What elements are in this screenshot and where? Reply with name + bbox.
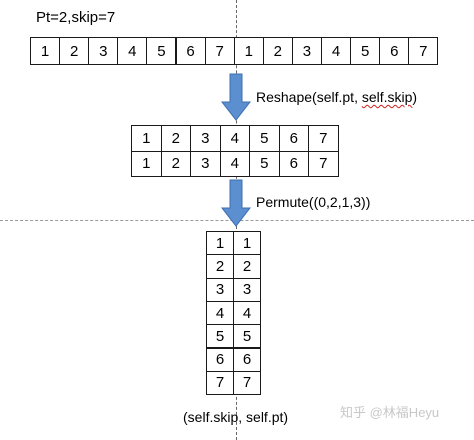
permuted-cell: 4 (233, 300, 261, 326)
permuted-cell: 1 (233, 231, 261, 256)
permute-label: Permute((0,2,1,3)) (256, 194, 371, 210)
permuted-cell: 7 (206, 370, 234, 396)
permuted-cell: 1 (206, 231, 234, 256)
reshaped-cell: 3 (190, 125, 221, 152)
permuted-cell: 5 (233, 324, 261, 349)
output-label-arg2: self.pt (246, 409, 284, 425)
reshaped-cell: 4 (219, 150, 250, 177)
reshaped-cell: 5 (249, 125, 280, 152)
sequence-cell: 3 (88, 37, 119, 65)
sequence-cell: 3 (291, 37, 322, 65)
output-label-arg1: self.skip (187, 409, 239, 425)
sequence-cell: 7 (204, 37, 235, 65)
permuted-cell: 7 (233, 370, 261, 396)
sequence-cell: 2 (262, 37, 293, 65)
reshape-arrow-icon (220, 73, 252, 121)
sequence-cell: 7 (408, 37, 439, 65)
reshaped-cell: 4 (219, 125, 250, 152)
params-title: Pt=2,skip=7 (36, 9, 116, 26)
permuted-cell: 5 (206, 324, 234, 349)
reshape-arrow-shape (220, 73, 252, 121)
permuted-cell: 4 (206, 300, 234, 326)
reshaped-cell: 2 (160, 125, 191, 152)
sequence-cell: 1 (30, 37, 61, 65)
reshape-label: Reshape(self.pt, self.skip) (256, 88, 417, 106)
permuted-cell: 2 (233, 254, 261, 279)
reshape-label-post: ) (412, 89, 418, 105)
reshape-label-arg1: self.pt (316, 89, 355, 105)
permute-arrow-shape (220, 179, 252, 227)
sequence-cell: 2 (59, 37, 90, 65)
reshape-label-arg2: self.skip (361, 89, 413, 105)
sequence-cell: 5 (350, 37, 381, 65)
sequence-cell: 4 (321, 37, 352, 65)
reshaped-cell: 3 (190, 150, 221, 177)
permuted-cell: 2 (206, 254, 234, 279)
reshaped-cell: 1 (131, 125, 162, 152)
sequence-cell: 1 (233, 37, 264, 65)
sequence-cell: 4 (117, 37, 148, 65)
permuted-cell: 3 (233, 277, 261, 302)
output-shape-label: (self.skip, self.pt) (183, 408, 288, 426)
sequence-cell: 5 (146, 37, 177, 65)
reshape-label-pre: Reshape( (256, 89, 317, 105)
reshaped-cell: 1 (131, 150, 162, 177)
sequence-cell: 6 (175, 37, 206, 65)
output-label-post: ) (283, 409, 289, 425)
sequence-cell: 6 (379, 37, 410, 65)
reshaped-cell: 5 (249, 150, 280, 177)
reshaped-cell: 7 (308, 150, 339, 177)
watermark: 知乎 @林福Heyu (340, 405, 440, 420)
permuted-cell: 3 (206, 277, 234, 302)
reshaped-cell: 2 (160, 150, 191, 177)
reshape-label-sep: , (354, 89, 362, 105)
output-label-pre: ( (183, 409, 188, 425)
reshaped-cell: 6 (278, 150, 309, 177)
reshaped-cell: 6 (278, 125, 309, 152)
output-label-sep: , (238, 409, 247, 425)
permuted-cell: 6 (233, 347, 261, 372)
reshaped-cell: 7 (308, 125, 339, 152)
permuted-cell: 6 (206, 347, 234, 372)
permute-arrow-icon (220, 179, 252, 227)
